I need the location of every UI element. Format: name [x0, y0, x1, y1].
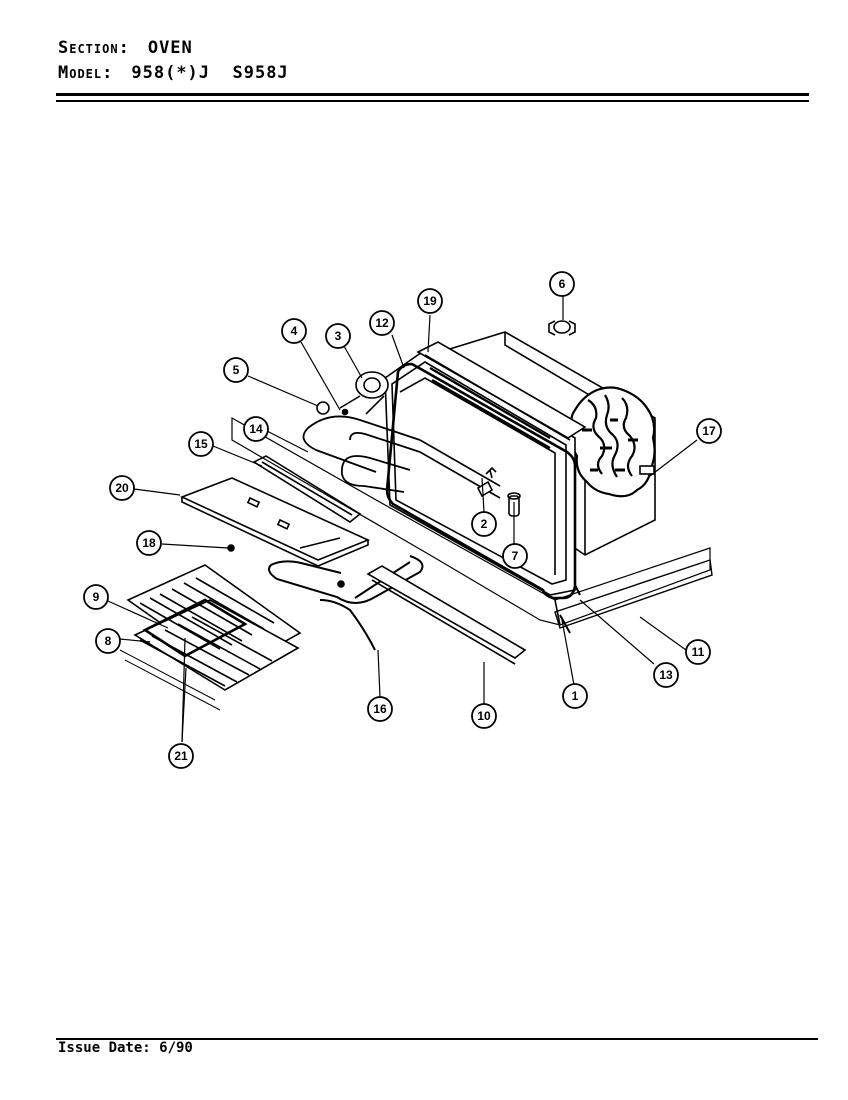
model-value: 958(*)J S958J: [131, 63, 289, 83]
issue-date: Issue Date: 6/90: [58, 1040, 193, 1056]
svg-text:15: 15: [194, 437, 208, 451]
callout-18: 18: [136, 530, 162, 556]
oven-light: [316, 371, 389, 416]
svg-text:21: 21: [174, 749, 188, 763]
callout-2: 2: [471, 511, 497, 537]
svg-text:2: 2: [481, 517, 488, 531]
bottom-trim: [366, 565, 527, 659]
callout-5: 5: [223, 357, 249, 383]
section-label: Section:: [58, 38, 130, 58]
svg-text:14: 14: [249, 422, 263, 436]
knob-part: [548, 320, 576, 336]
svg-text:3: 3: [335, 329, 342, 343]
callout-14: 14: [243, 416, 269, 442]
callout-11: 11: [685, 639, 711, 665]
insulation-blanket: [570, 386, 656, 498]
svg-text:5: 5: [233, 363, 240, 377]
svg-text:10: 10: [477, 709, 491, 723]
hinge-receiver: [559, 584, 581, 634]
callouts: 1 2 3 4 5 6 7 8 9 10 11 12 13 14 15 16 1…: [83, 271, 722, 769]
callout-16: 16: [367, 696, 393, 722]
clip-part: [639, 465, 655, 475]
callout-7: 7: [502, 543, 528, 569]
screw: [227, 544, 235, 552]
svg-text:7: 7: [512, 549, 519, 563]
svg-text:16: 16: [373, 702, 387, 716]
section-line: Section: OVEN: [58, 38, 193, 58]
callout-20: 20: [109, 475, 135, 501]
door-gasket: [385, 362, 577, 600]
callout-13: 13: [653, 662, 679, 688]
callout-9: 9: [83, 584, 109, 610]
bottom-tray: [554, 559, 713, 629]
oven-racks: [119, 564, 302, 711]
callout-3: 3: [325, 323, 351, 349]
callout-4: 4: [281, 318, 307, 344]
model-line: Model: 958(*)J S958J: [58, 63, 289, 83]
callout-8: 8: [95, 628, 121, 654]
svg-text:1: 1: [572, 689, 579, 703]
screw: [337, 580, 345, 588]
callout-10: 10: [471, 703, 497, 729]
svg-text:19: 19: [423, 294, 437, 308]
model-label: Model:: [58, 63, 114, 83]
svg-text:8: 8: [105, 634, 112, 648]
svg-text:6: 6: [559, 277, 566, 291]
outer-box-bottom: [231, 416, 711, 626]
svg-text:12: 12: [375, 316, 389, 330]
svg-text:18: 18: [142, 536, 156, 550]
oven-bottom-panel: [179, 477, 371, 567]
callout-6: 6: [549, 271, 575, 297]
svg-text:9: 9: [93, 590, 100, 604]
svg-text:4: 4: [291, 324, 298, 338]
leader-lines: [107, 296, 698, 743]
section-value: OVEN: [147, 38, 193, 58]
callout-21: 21: [168, 743, 194, 769]
callout-1: 1: [562, 683, 588, 709]
svg-text:20: 20: [115, 481, 129, 495]
svg-text:13: 13: [659, 668, 673, 682]
callout-19: 19: [417, 288, 443, 314]
callout-17: 17: [696, 418, 722, 444]
svg-text:11: 11: [692, 645, 705, 659]
svg-text:17: 17: [702, 424, 716, 438]
callout-12: 12: [369, 310, 395, 336]
header-rule-top: [56, 93, 809, 96]
top-trim: [416, 341, 587, 441]
callout-15: 15: [188, 431, 214, 457]
footer-rule: [56, 1038, 818, 1040]
broil-element: [302, 415, 421, 493]
header-rule-bottom: [56, 100, 809, 102]
